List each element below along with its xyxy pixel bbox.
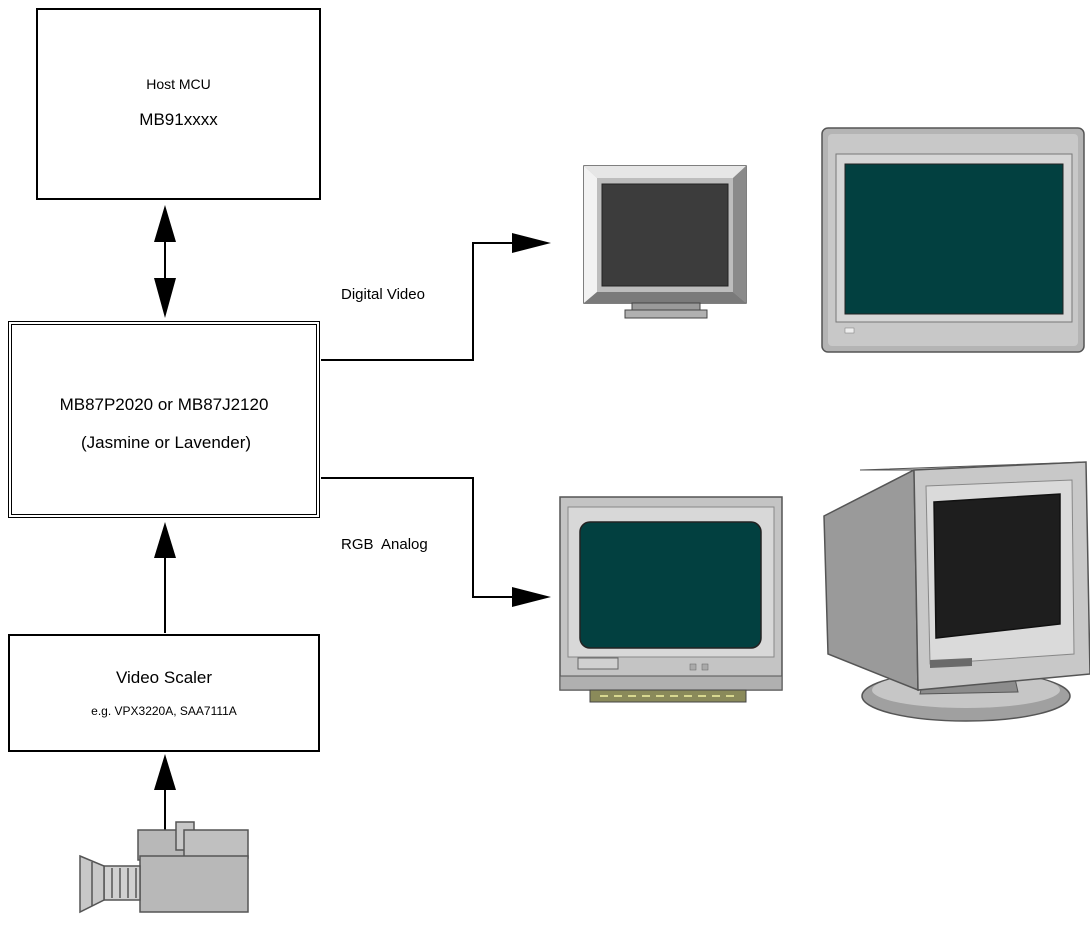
rgb-analog-label: RGB Analog [341, 536, 428, 553]
arrowhead-down [154, 278, 176, 318]
arrowhead-up [154, 205, 176, 242]
arrowhead-up [154, 522, 176, 558]
arrowhead-up [154, 754, 176, 790]
arrowhead-right [512, 587, 551, 607]
digital-video-label: Digital Video [341, 286, 425, 303]
controller-name: (Jasmine or Lavender) [80, 433, 252, 452]
arrowhead-right [512, 233, 551, 253]
video-scaler-box: Video Scaler e.g. VPX3220A, SAA7111A [8, 634, 320, 752]
controller-part: MB87P2020 or MB87J2120 [59, 395, 269, 414]
host-mcu-label: Host MCU [146, 76, 211, 92]
video-scaler-examples: e.g. VPX3220A, SAA7111A [91, 704, 237, 718]
host-mcu-box: Host MCU MB91xxxx [36, 8, 321, 200]
host-mcu-part: MB91xxxx [139, 110, 218, 129]
controller-box: MB87P2020 or MB87J2120 (Jasmine or Laven… [8, 321, 320, 518]
video-scaler-label: Video Scaler [115, 668, 213, 687]
